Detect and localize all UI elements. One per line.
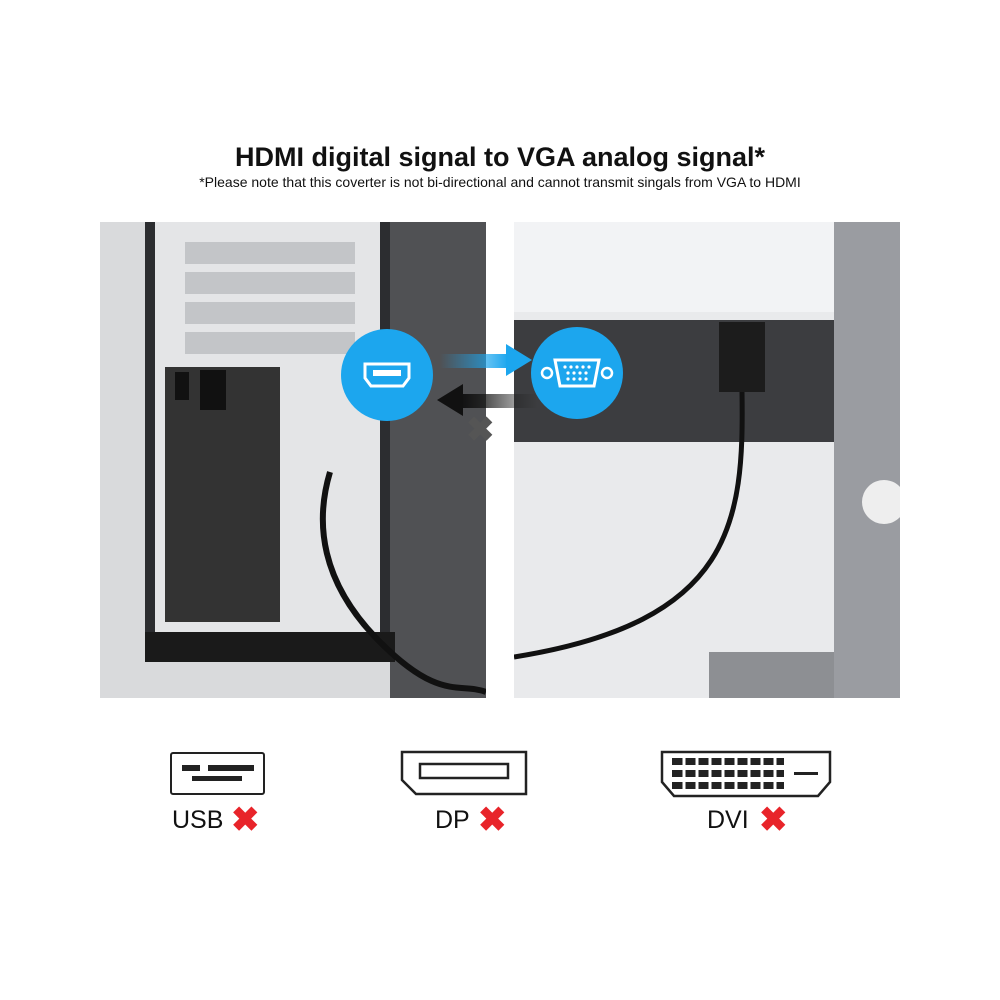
- displayport-icon: [400, 750, 528, 796]
- dvi-label: DVI: [707, 806, 749, 834]
- page-title: HDMI digital signal to VGA analog signal…: [234, 142, 766, 172]
- blocked-cross-icon: ✖: [466, 411, 495, 449]
- direction-note: *Please note that this coverter is not b…: [199, 174, 801, 190]
- usb-label: USB: [172, 806, 224, 834]
- usb-unsupported-icon: ✖: [231, 801, 260, 839]
- dp-unsupported-icon: ✖: [478, 801, 507, 839]
- monitor-photo: [514, 222, 900, 698]
- reverse-arrow: [437, 384, 537, 416]
- pc-tower-photo: [100, 222, 486, 698]
- dp-label: DP: [435, 806, 470, 834]
- dvi-unsupported-icon: ✖: [759, 801, 788, 839]
- hdmi-port-icon: [341, 329, 433, 421]
- forward-arrow: [440, 344, 532, 376]
- vga-port-icon: [531, 327, 623, 419]
- dvi-port-icon: [660, 750, 832, 798]
- pc-tower-illustration: [145, 222, 486, 698]
- monitor-illustration: [514, 222, 900, 698]
- usb-port-icon: [170, 752, 265, 795]
